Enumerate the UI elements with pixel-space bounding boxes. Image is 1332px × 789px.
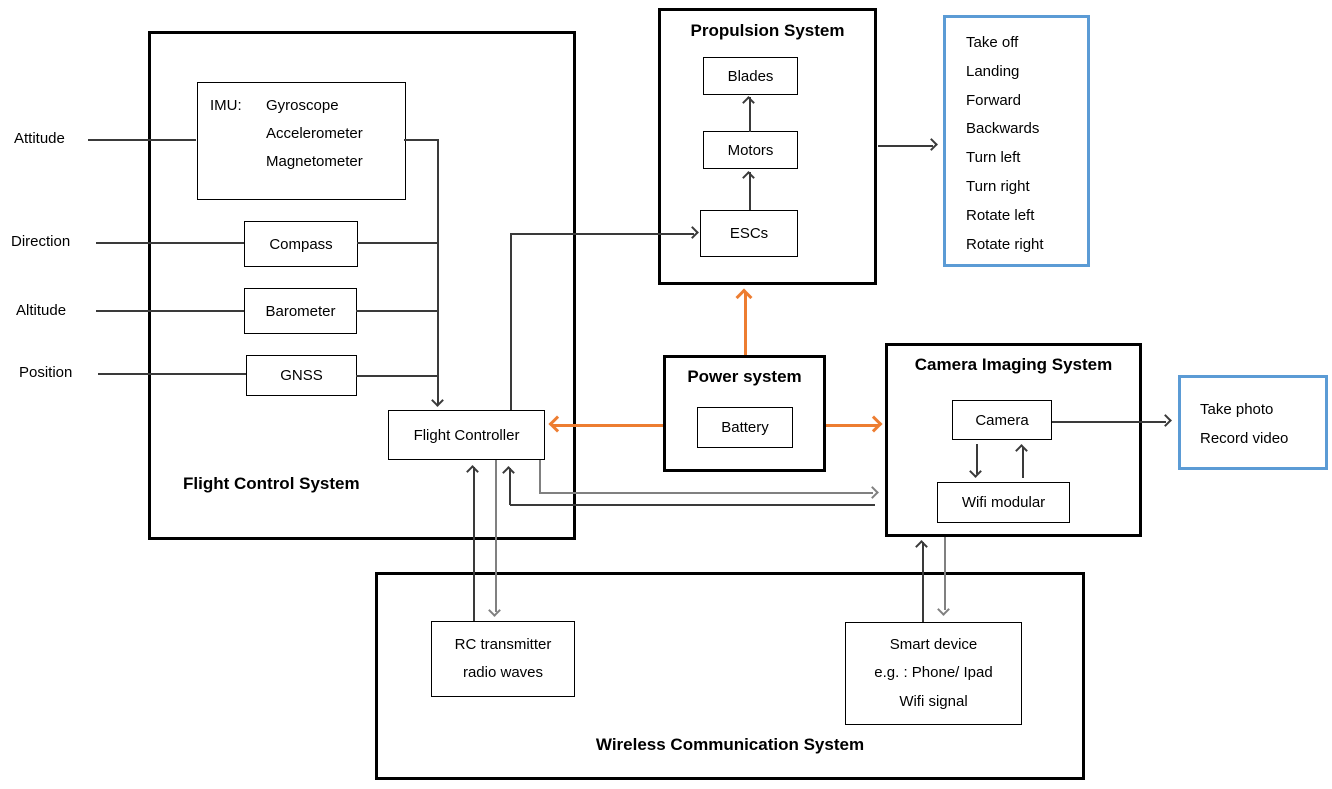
line-smart-to-camera xyxy=(922,542,924,622)
imu-sensor-item: Magnetometer xyxy=(266,153,363,170)
barometer-box: Barometer xyxy=(244,288,357,334)
flight-action-item: Rotate right xyxy=(966,235,1044,253)
camera-box: Camera xyxy=(952,400,1052,440)
camera-actions-box: Take photo Record video xyxy=(1178,375,1328,470)
barometer-label: Barometer xyxy=(265,302,336,320)
rc-transmitter-box: RC transmitter radio waves xyxy=(431,621,575,697)
power-system-title: Power system xyxy=(687,367,802,386)
propulsion-system-title: Propulsion System xyxy=(690,21,845,40)
line-camera-fc-run xyxy=(510,504,875,506)
wireless-communication-system-box xyxy=(375,572,1085,780)
wifi-modular-box: Wifi modular xyxy=(937,482,1070,523)
line-propulsion-actions xyxy=(878,145,933,147)
camera-imaging-system-box xyxy=(885,343,1142,537)
camera-action-item: Take photo xyxy=(1200,401,1274,418)
battery-box: Battery xyxy=(697,407,793,448)
line-fc-to-rc xyxy=(495,460,497,612)
flight-controller-label: Flight Controller xyxy=(413,426,520,444)
line-altitude-barometer xyxy=(96,310,244,312)
camera-label: Camera xyxy=(975,411,1029,429)
power-line-to-propulsion xyxy=(744,292,747,355)
camera-imaging-system-title: Camera Imaging System xyxy=(914,355,1113,374)
power-arrowhead-into-camera-system xyxy=(865,415,883,433)
smart-device-label: Smart device xyxy=(889,635,978,653)
line-wifi-to-camera xyxy=(1022,447,1024,478)
blades-box: Blades xyxy=(703,57,798,95)
gnss-label: GNSS xyxy=(280,367,323,384)
camera-action-item: Record video xyxy=(1200,430,1289,447)
escs-label: ESCs xyxy=(729,225,769,242)
arrowhead-into-camera-system xyxy=(866,486,879,499)
flight-action-item: Turn right xyxy=(966,177,1030,195)
line-fc-camera-drop xyxy=(539,460,541,493)
battery-label: Battery xyxy=(721,419,769,436)
flight-action-item: Forward xyxy=(966,91,1022,109)
flight-actions-box: Take off Landing Forward Backwards Turn … xyxy=(943,15,1090,267)
line-direction-compass xyxy=(96,242,244,244)
line-fc-escs-horizontal xyxy=(510,233,694,235)
line-fc-camera-run xyxy=(539,492,873,494)
flight-control-system-box xyxy=(148,31,576,540)
input-label-direction: Direction xyxy=(11,233,71,250)
line-camera-to-smart xyxy=(944,537,946,610)
line-rc-to-fc xyxy=(473,467,475,621)
power-line-to-flight-controller xyxy=(552,424,663,427)
input-label-altitude: Altitude xyxy=(16,302,67,319)
arrowhead-into-camera-actions xyxy=(1159,414,1172,427)
compass-box: Compass xyxy=(244,221,358,267)
smart-device-box: Smart device e.g. : Phone/ Ipad Wifi sig… xyxy=(845,622,1022,725)
imu-sensor-item: Gyroscope xyxy=(266,97,339,114)
imu-sensor-list: Gyroscope Accelerometer Magnetometer xyxy=(266,92,363,176)
motors-label: Motors xyxy=(727,141,774,159)
power-arrowhead-into-propulsion xyxy=(735,288,753,306)
line-fc-escs-vertical xyxy=(510,233,512,410)
input-label-position: Position xyxy=(19,364,73,381)
power-line-to-camera-system xyxy=(826,424,879,427)
propulsion-system-box xyxy=(658,8,877,285)
line-imu-rail xyxy=(404,139,438,141)
imu-sensor-item: Accelerometer xyxy=(266,125,363,142)
line-escs-motors xyxy=(749,172,751,210)
imu-box: IMU: Gyroscope Accelerometer Magnetomete… xyxy=(197,82,406,200)
wifi-modular-label: Wifi modular xyxy=(961,494,1046,511)
line-compass-rail xyxy=(357,242,438,244)
line-gnss-rail xyxy=(356,375,438,377)
radio-waves-label: radio waves xyxy=(462,664,544,681)
arrowhead-smart-into-camera xyxy=(915,540,928,553)
line-position-gnss xyxy=(98,373,246,375)
line-motors-blades xyxy=(749,97,751,132)
line-camera-to-wifi xyxy=(976,444,978,474)
blades-label: Blades xyxy=(727,67,774,85)
sensor-collector-rail xyxy=(437,139,439,404)
line-camera-fc-rise xyxy=(509,468,511,505)
phone-ipad-label: e.g. : Phone/ Ipad xyxy=(874,664,993,682)
line-barometer-rail xyxy=(356,310,438,312)
imu-prefix-label: IMU: xyxy=(210,97,242,114)
flight-action-item: Turn left xyxy=(966,149,1021,167)
wireless-communication-system-title: Wireless Communication System xyxy=(595,735,865,754)
power-system-box xyxy=(663,355,826,472)
line-camera-actions xyxy=(1052,421,1166,423)
flight-control-system-title: Flight Control System xyxy=(183,474,360,493)
rc-transmitter-label: RC transmitter xyxy=(454,636,552,653)
escs-box: ESCs xyxy=(700,210,798,257)
compass-label: Compass xyxy=(269,235,333,253)
line-attitude-imu xyxy=(88,139,196,141)
flight-action-item: Backwards xyxy=(966,120,1040,138)
flight-action-item: Take off xyxy=(966,34,1019,51)
arrowhead-into-flight-actions xyxy=(925,138,938,151)
input-label-attitude: Attitude xyxy=(14,130,65,147)
flight-action-item: Rotate left xyxy=(966,206,1035,224)
wifi-signal-label: Wifi signal xyxy=(899,692,968,710)
flight-action-item: Landing xyxy=(966,62,1020,80)
gnss-box: GNSS xyxy=(246,355,357,396)
motors-box: Motors xyxy=(703,131,798,169)
flight-controller-box: Flight Controller xyxy=(388,410,545,460)
